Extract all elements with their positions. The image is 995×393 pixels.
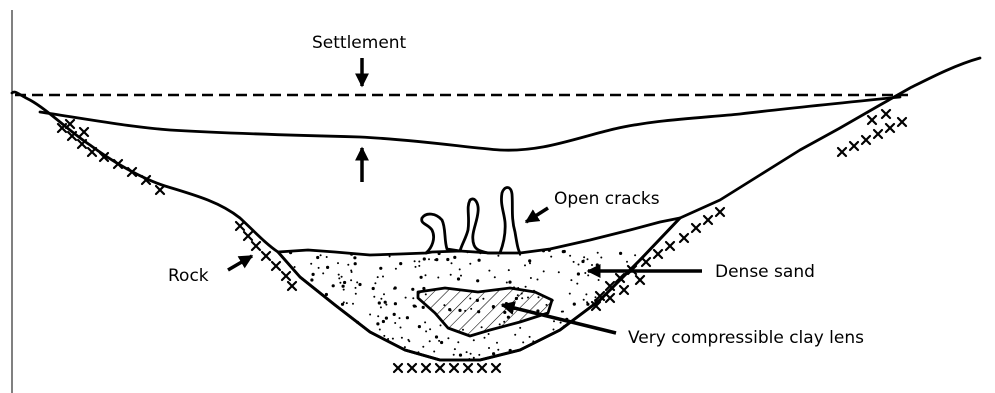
open-cracks-label: Open cracks bbox=[554, 189, 660, 209]
dense-sand-label: Dense sand bbox=[715, 262, 815, 282]
rock-label: Rock bbox=[168, 266, 209, 286]
settlement-label: Settlement bbox=[312, 33, 407, 53]
clay-lens-label: Very compressible clay lens bbox=[628, 328, 864, 348]
rock-arrow bbox=[228, 256, 252, 270]
open-cracks bbox=[422, 188, 520, 254]
rock-x-marks-right-upper bbox=[838, 110, 906, 156]
rock-x-marks-bottom bbox=[394, 364, 500, 372]
dense-sand-deposit bbox=[278, 218, 680, 360]
settled-embankment-surface bbox=[40, 97, 900, 150]
rock-x-marks-left bbox=[58, 120, 164, 194]
open-cracks-arrow bbox=[526, 208, 548, 222]
